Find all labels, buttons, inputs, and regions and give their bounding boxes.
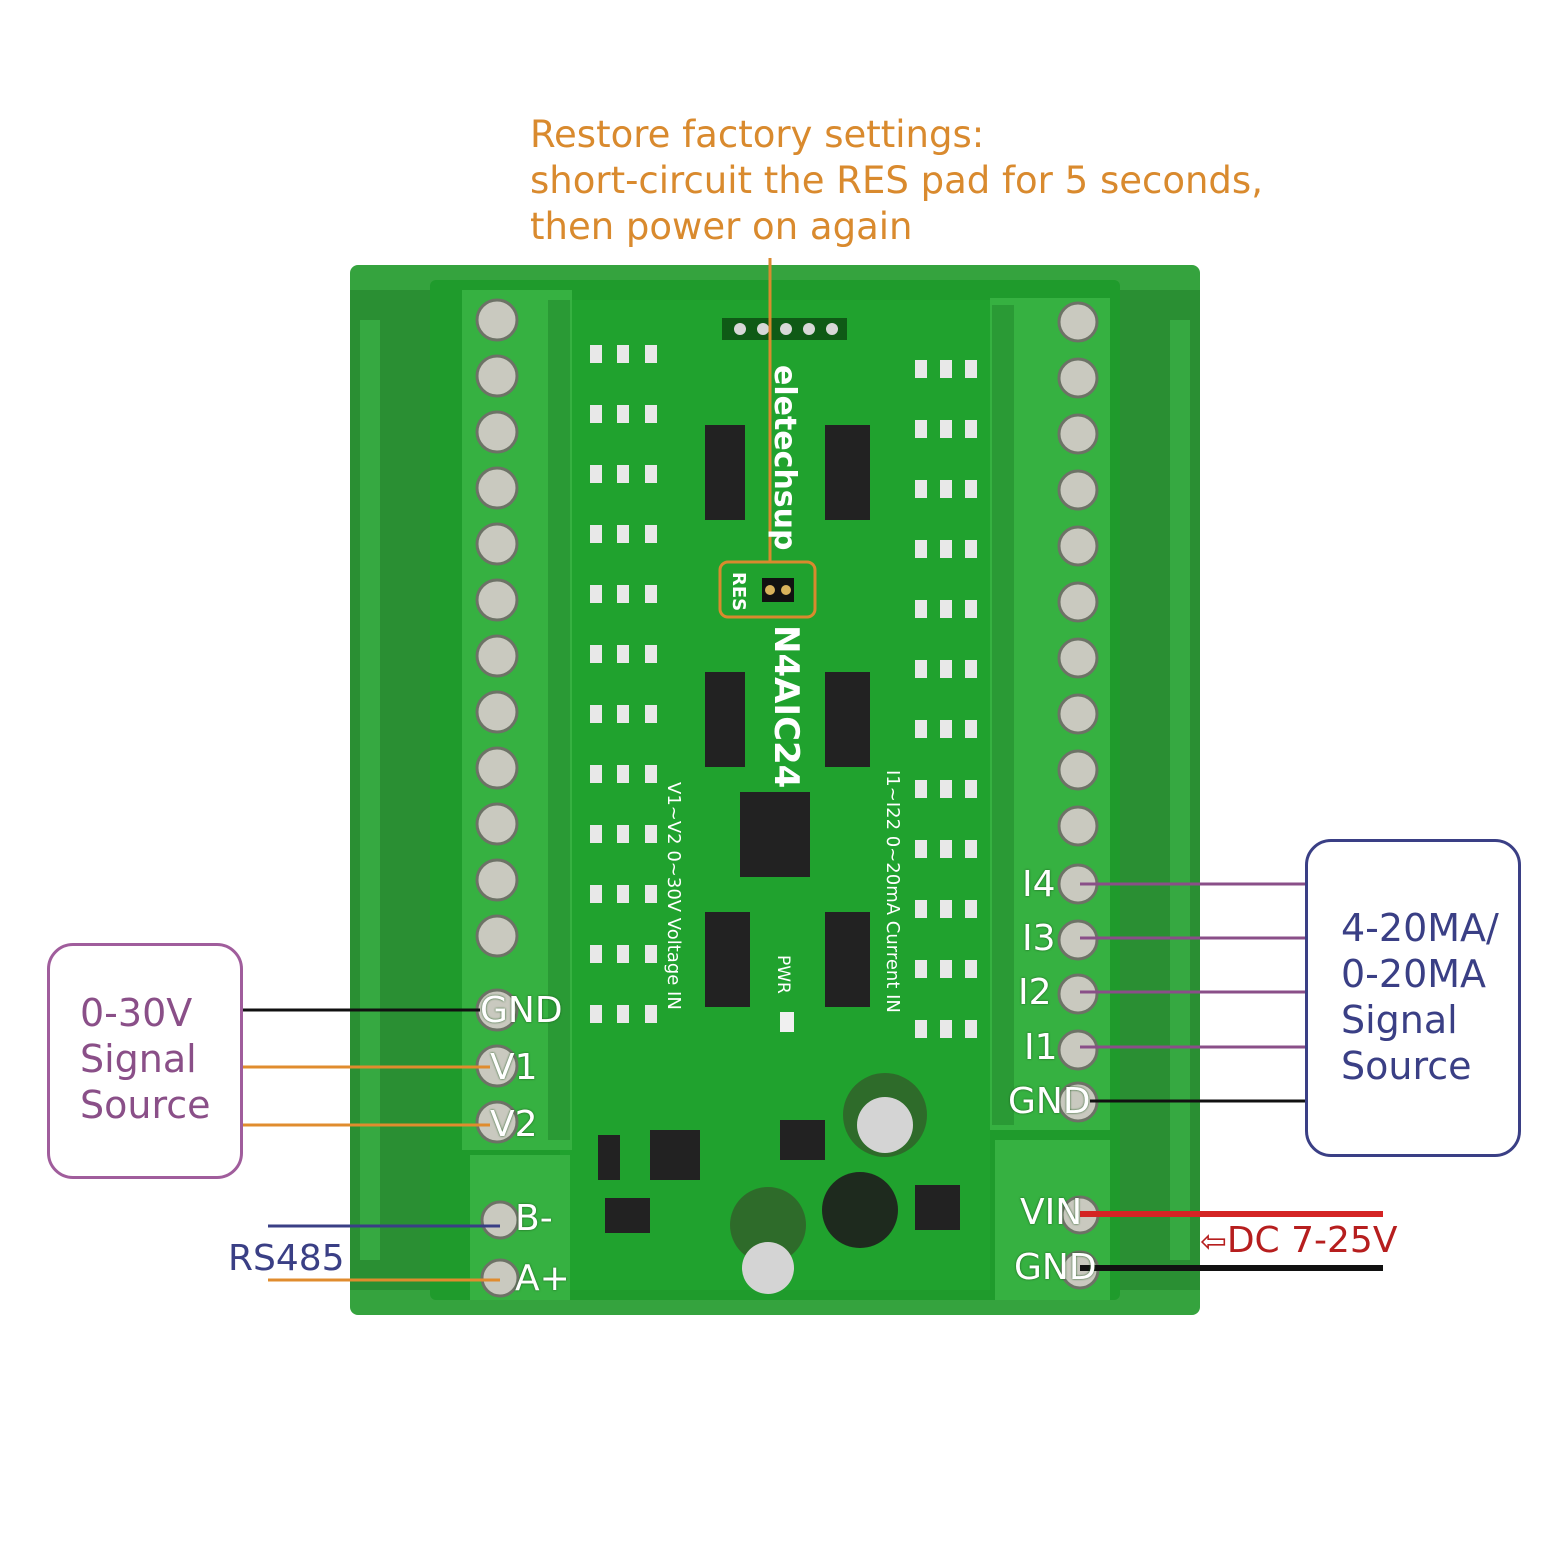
res-silkscreen: RES [728,572,749,611]
current-source-line-1: 4-20MA/ [1341,906,1499,950]
inductor [822,1172,898,1248]
pin-label-v1: V1 [490,1047,538,1088]
current-source-line-2: 0-20MA [1341,952,1487,996]
current-signal-source-box: 4-20MA/ 0-20MA Signal Source [1305,839,1521,1157]
brand-silkscreen: eletechsup [767,365,802,551]
voltage-source-line-2: Signal [80,1037,197,1081]
model-silkscreen: N4AIC24 [766,625,806,788]
factory-reset-note: Restore factory settings: short-circuit … [530,112,1263,250]
power-supply-label: ⇦DC 7-25V [1200,1220,1397,1261]
res-pad-highlight [718,560,817,619]
current-source-line-4: Source [1341,1044,1472,1088]
pin-label-b: B- [515,1198,553,1239]
voltage-signal-source-box: 0-30V Signal Source [47,943,243,1179]
pin-label-vin: VIN [1020,1192,1083,1233]
pin-label-i2: I2 [1018,972,1052,1013]
voltage-source-line-3: Source [80,1083,211,1127]
ic-chips [598,425,960,1233]
pin-label-i3: I3 [1022,918,1056,959]
pwr-led [780,1012,794,1032]
pin-label-gnd-left: GND [480,990,563,1031]
current-source-line-3: Signal [1341,998,1458,1042]
power-voltage-text: DC 7-25V [1226,1220,1398,1261]
left-terminal-screws [475,298,519,1144]
rs485-label: RS485 [228,1238,345,1279]
smd-components [590,345,977,1038]
note-line-1: Restore factory settings: [530,113,985,156]
current-silkscreen: I1~I22 0~20mA Current IN [882,770,903,1013]
pin-label-i4: I4 [1022,864,1056,905]
pin-label-gnd-power: GND [1014,1247,1097,1288]
note-line-3: then power on again [530,205,913,248]
pin-label-i1: I1 [1024,1027,1058,1068]
voltage-silkscreen: V1~V2 0~30V Voltage IN [663,782,684,1010]
capacitor-2 [730,1187,806,1263]
pin-label-a: A+ [515,1258,570,1299]
pin-label-v2: V2 [490,1104,538,1145]
pwr-silkscreen: PWR [773,955,793,994]
pin-label-gnd-right: GND [1008,1081,1091,1122]
right-terminal-screws [1057,301,1099,1123]
note-line-2: short-circuit the RES pad for 5 seconds, [530,159,1263,202]
voltage-source-line-1: 0-30V [80,991,193,1035]
arrow-left-icon: ⇦ [1200,1222,1227,1260]
